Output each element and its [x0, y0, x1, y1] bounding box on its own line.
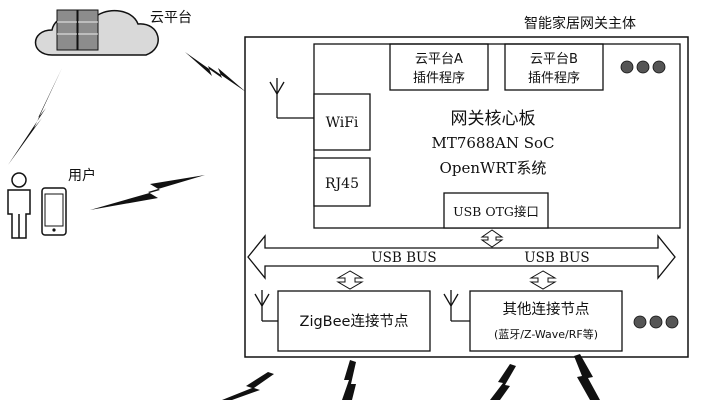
plugin-a-line2: 插件程序 [413, 71, 465, 86]
phone-icon [41, 187, 67, 236]
wireless-link-cloud-gateway [185, 52, 246, 92]
wireless-link-user-gateway [90, 175, 205, 210]
server-icon [56, 9, 99, 51]
gateway-title: 智能家居网关主体 [524, 15, 636, 32]
bus-zigbee-arrow [336, 270, 364, 290]
more-plugins-dots-icon [620, 60, 666, 74]
usb-bus-label-left: USB BUS [371, 250, 436, 266]
usb-bus-label-right: USB BUS [524, 250, 589, 266]
rj45-label: RJ45 [325, 176, 359, 192]
wifi-port [313, 93, 371, 151]
plugin-b-line1: 云平台B [530, 52, 578, 67]
otg-bus-arrow [480, 229, 504, 248]
wireless-link-bottom-1 [222, 372, 274, 400]
usb-otg-port [443, 192, 549, 229]
other-node-label: 其他连接节点 [503, 301, 590, 318]
core-soc: MT7688AN SoC [431, 134, 554, 152]
core-os: OpenWRT系统 [440, 159, 547, 177]
more-nodes-dots-icon [633, 315, 679, 329]
plugin-a-box [389, 43, 489, 91]
wireless-link-bottom-2 [342, 360, 356, 400]
zigbee-node [277, 290, 431, 352]
other-node-sublabel: (蓝牙/Z-Wave/RF等) [494, 327, 598, 341]
zigbee-antenna-icon [254, 290, 278, 322]
rj45-port [313, 157, 371, 207]
other-node [469, 290, 623, 352]
usb-bus [247, 234, 676, 280]
cloud-platform: 云平台 [34, 9, 192, 56]
user: 用户 [7, 167, 96, 239]
gateway-body [244, 36, 689, 358]
wifi-antenna-icon [269, 78, 314, 119]
wifi-label: WiFi [326, 115, 359, 131]
cloud-label: 云平台 [150, 10, 192, 26]
zigbee-label: ZigBee连接节点 [300, 313, 409, 330]
person-icon [7, 172, 31, 239]
wireless-link-bottom-3 [490, 364, 516, 400]
wireless-link-cloud-user [8, 68, 62, 165]
bus-other-arrow [529, 270, 557, 290]
wireless-link-bottom-4 [574, 354, 600, 400]
user-label: 用户 [68, 167, 96, 184]
other-antenna-icon [443, 290, 470, 322]
core-title: 网关核心板 [451, 109, 536, 129]
plugin-b-line2: 插件程序 [528, 71, 580, 86]
usb-otg-label: USB OTG接口 [453, 204, 539, 219]
plugin-b-box [504, 43, 604, 91]
plugin-a-line1: 云平台A [415, 52, 463, 67]
